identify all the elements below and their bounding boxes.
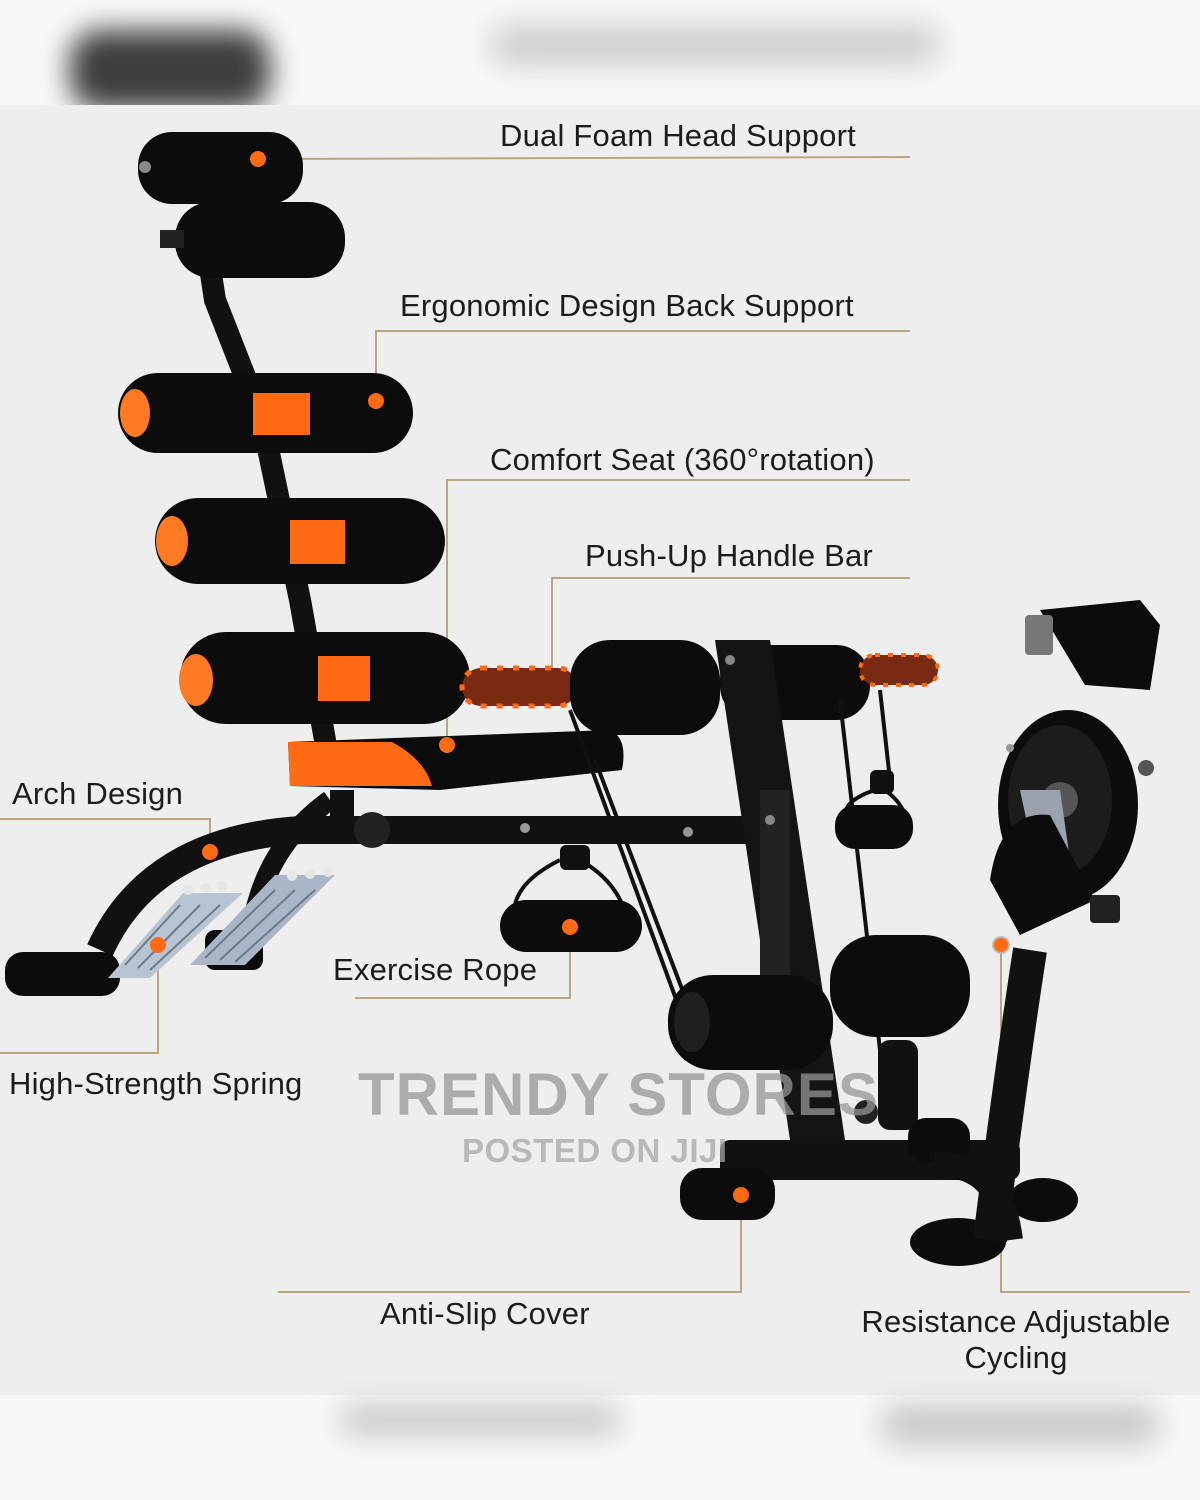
- marker-back-support: [368, 393, 384, 409]
- label-push-up-bar: Push-Up Handle Bar: [585, 538, 873, 573]
- exercise-ropes: [513, 689, 907, 1051]
- head-support-rollers: [138, 132, 345, 278]
- marker-anti-slip: [733, 1187, 749, 1203]
- marker-arch-design: [202, 844, 218, 860]
- label-cycling: Resistance Adjustable Cycling: [861, 1304, 1171, 1375]
- marker-cycling: [994, 938, 1008, 952]
- base-feet: [680, 1118, 1078, 1266]
- label-anti-slip: Anti-Slip Cover: [380, 1296, 590, 1331]
- watermark-posted-on: POSTED ON JIJI: [462, 1132, 728, 1169]
- lower-leg-pads: [668, 935, 970, 1130]
- leader-push-up-bar: [551, 577, 910, 690]
- blurred-bottom-strip: [0, 1395, 1200, 1500]
- leader-back-support: [375, 330, 910, 401]
- blurred-top-strip: [0, 0, 1200, 110]
- watermark-store-name: TRENDY STORES: [358, 1061, 879, 1128]
- marker-head-support: [250, 151, 266, 167]
- label-exercise-rope: Exercise Rope: [333, 952, 538, 987]
- marker-spring: [150, 937, 166, 953]
- blurred-logo-smudge: [70, 30, 270, 110]
- high-strength-springs: [108, 867, 335, 978]
- blurred-title-smudge: [490, 25, 940, 65]
- leader-head-support: [257, 156, 911, 160]
- callout-markers: [150, 151, 1008, 1203]
- label-comfort-seat: Comfort Seat (360°rotation): [490, 442, 875, 477]
- marker-comfort-seat: [439, 737, 455, 753]
- blurred-bottom-smudge-left: [340, 1405, 620, 1435]
- push-up-handle-bar: [459, 640, 940, 735]
- label-head-support: Dual Foam Head Support: [500, 118, 856, 153]
- comfort-seat-shape: [288, 730, 624, 790]
- back-support-rollers: [118, 373, 470, 724]
- blurred-bottom-smudge-right: [880, 1405, 1160, 1445]
- label-arch-design: Arch Design: [12, 776, 184, 811]
- leader-anti-slip: [278, 1195, 742, 1293]
- marker-exercise-rope: [562, 919, 578, 935]
- leader-spring: [0, 945, 159, 1054]
- label-spring: High-Strength Spring: [9, 1066, 303, 1101]
- label-back-support: Ergonomic Design Back Support: [400, 288, 854, 323]
